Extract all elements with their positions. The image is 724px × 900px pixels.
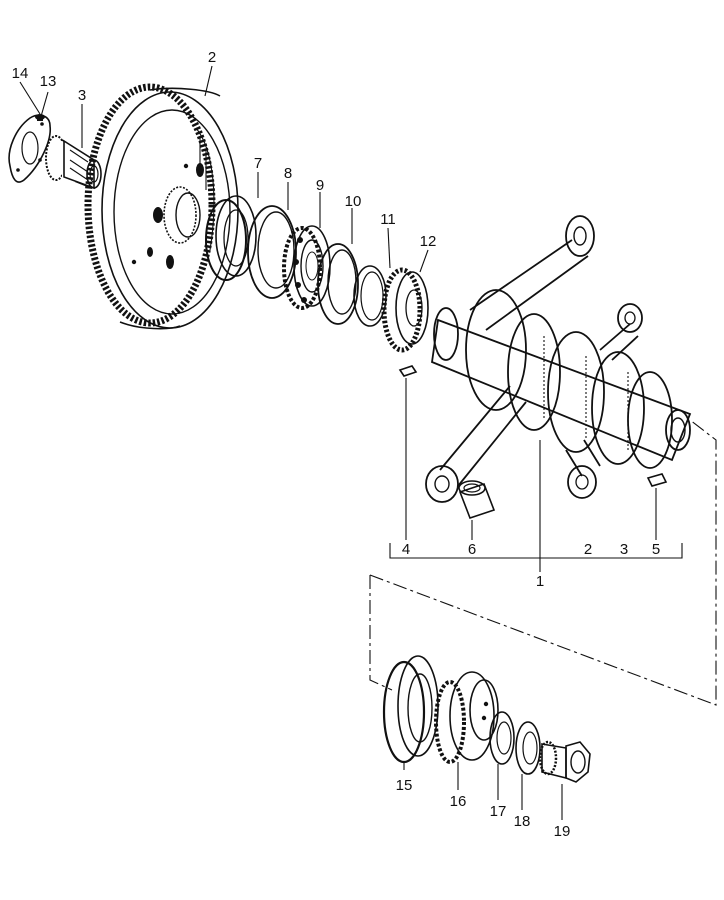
- callout-5: 5: [652, 541, 660, 558]
- callout-3-bracket: 3: [620, 541, 628, 558]
- callout-3-top: 3: [78, 87, 86, 104]
- callout-9: 9: [316, 177, 324, 194]
- callout-2-bracket: 2: [584, 541, 592, 558]
- callout-14: 14: [12, 65, 29, 82]
- part-4-key-icon: [398, 365, 418, 377]
- part-13-gasket-icon: [8, 114, 51, 183]
- callout-15: 15: [396, 777, 413, 794]
- part-3-gear-shaft-icon: [45, 135, 102, 190]
- callout-16: 16: [450, 793, 467, 810]
- callout-12: 12: [420, 233, 437, 250]
- callout-4: 4: [402, 541, 410, 558]
- leader-lines: [19, 65, 657, 820]
- callout-6: 6: [468, 541, 476, 558]
- part-15-seal-icon: [382, 655, 439, 764]
- callout-13: 13: [40, 73, 57, 90]
- callout-11: 11: [380, 211, 396, 228]
- part-2-flywheel-icon: [84, 83, 239, 330]
- part-6-bushing-icon: [458, 480, 496, 520]
- callout-17: 17: [490, 803, 507, 820]
- part-8-spacer-ring-icon: [247, 205, 297, 299]
- part-19-nut-icon: [538, 740, 591, 783]
- callout-1: 1: [536, 573, 544, 590]
- part-7-seal-icon: [205, 195, 257, 281]
- part-17-washer-icon: [489, 711, 515, 765]
- callout-10: 10: [345, 193, 362, 210]
- part-9-ball-bearing-icon: [282, 225, 331, 310]
- part-16-pulley-icon: [434, 671, 499, 764]
- part-11-ring-icon: [353, 265, 387, 327]
- callout-2-top: 2: [208, 49, 216, 66]
- callout-19: 19: [554, 823, 571, 840]
- callout-18: 18: [514, 813, 531, 830]
- part-18-washer-icon: [515, 721, 541, 775]
- callout-8: 8: [284, 165, 292, 182]
- part-1-crankshaft-icon: [425, 215, 692, 503]
- part-5-key-icon: [646, 473, 668, 487]
- part-12-timing-gear-icon: [381, 267, 429, 353]
- part-10-ring-icon: [317, 243, 359, 325]
- callout-7: 7: [254, 155, 262, 172]
